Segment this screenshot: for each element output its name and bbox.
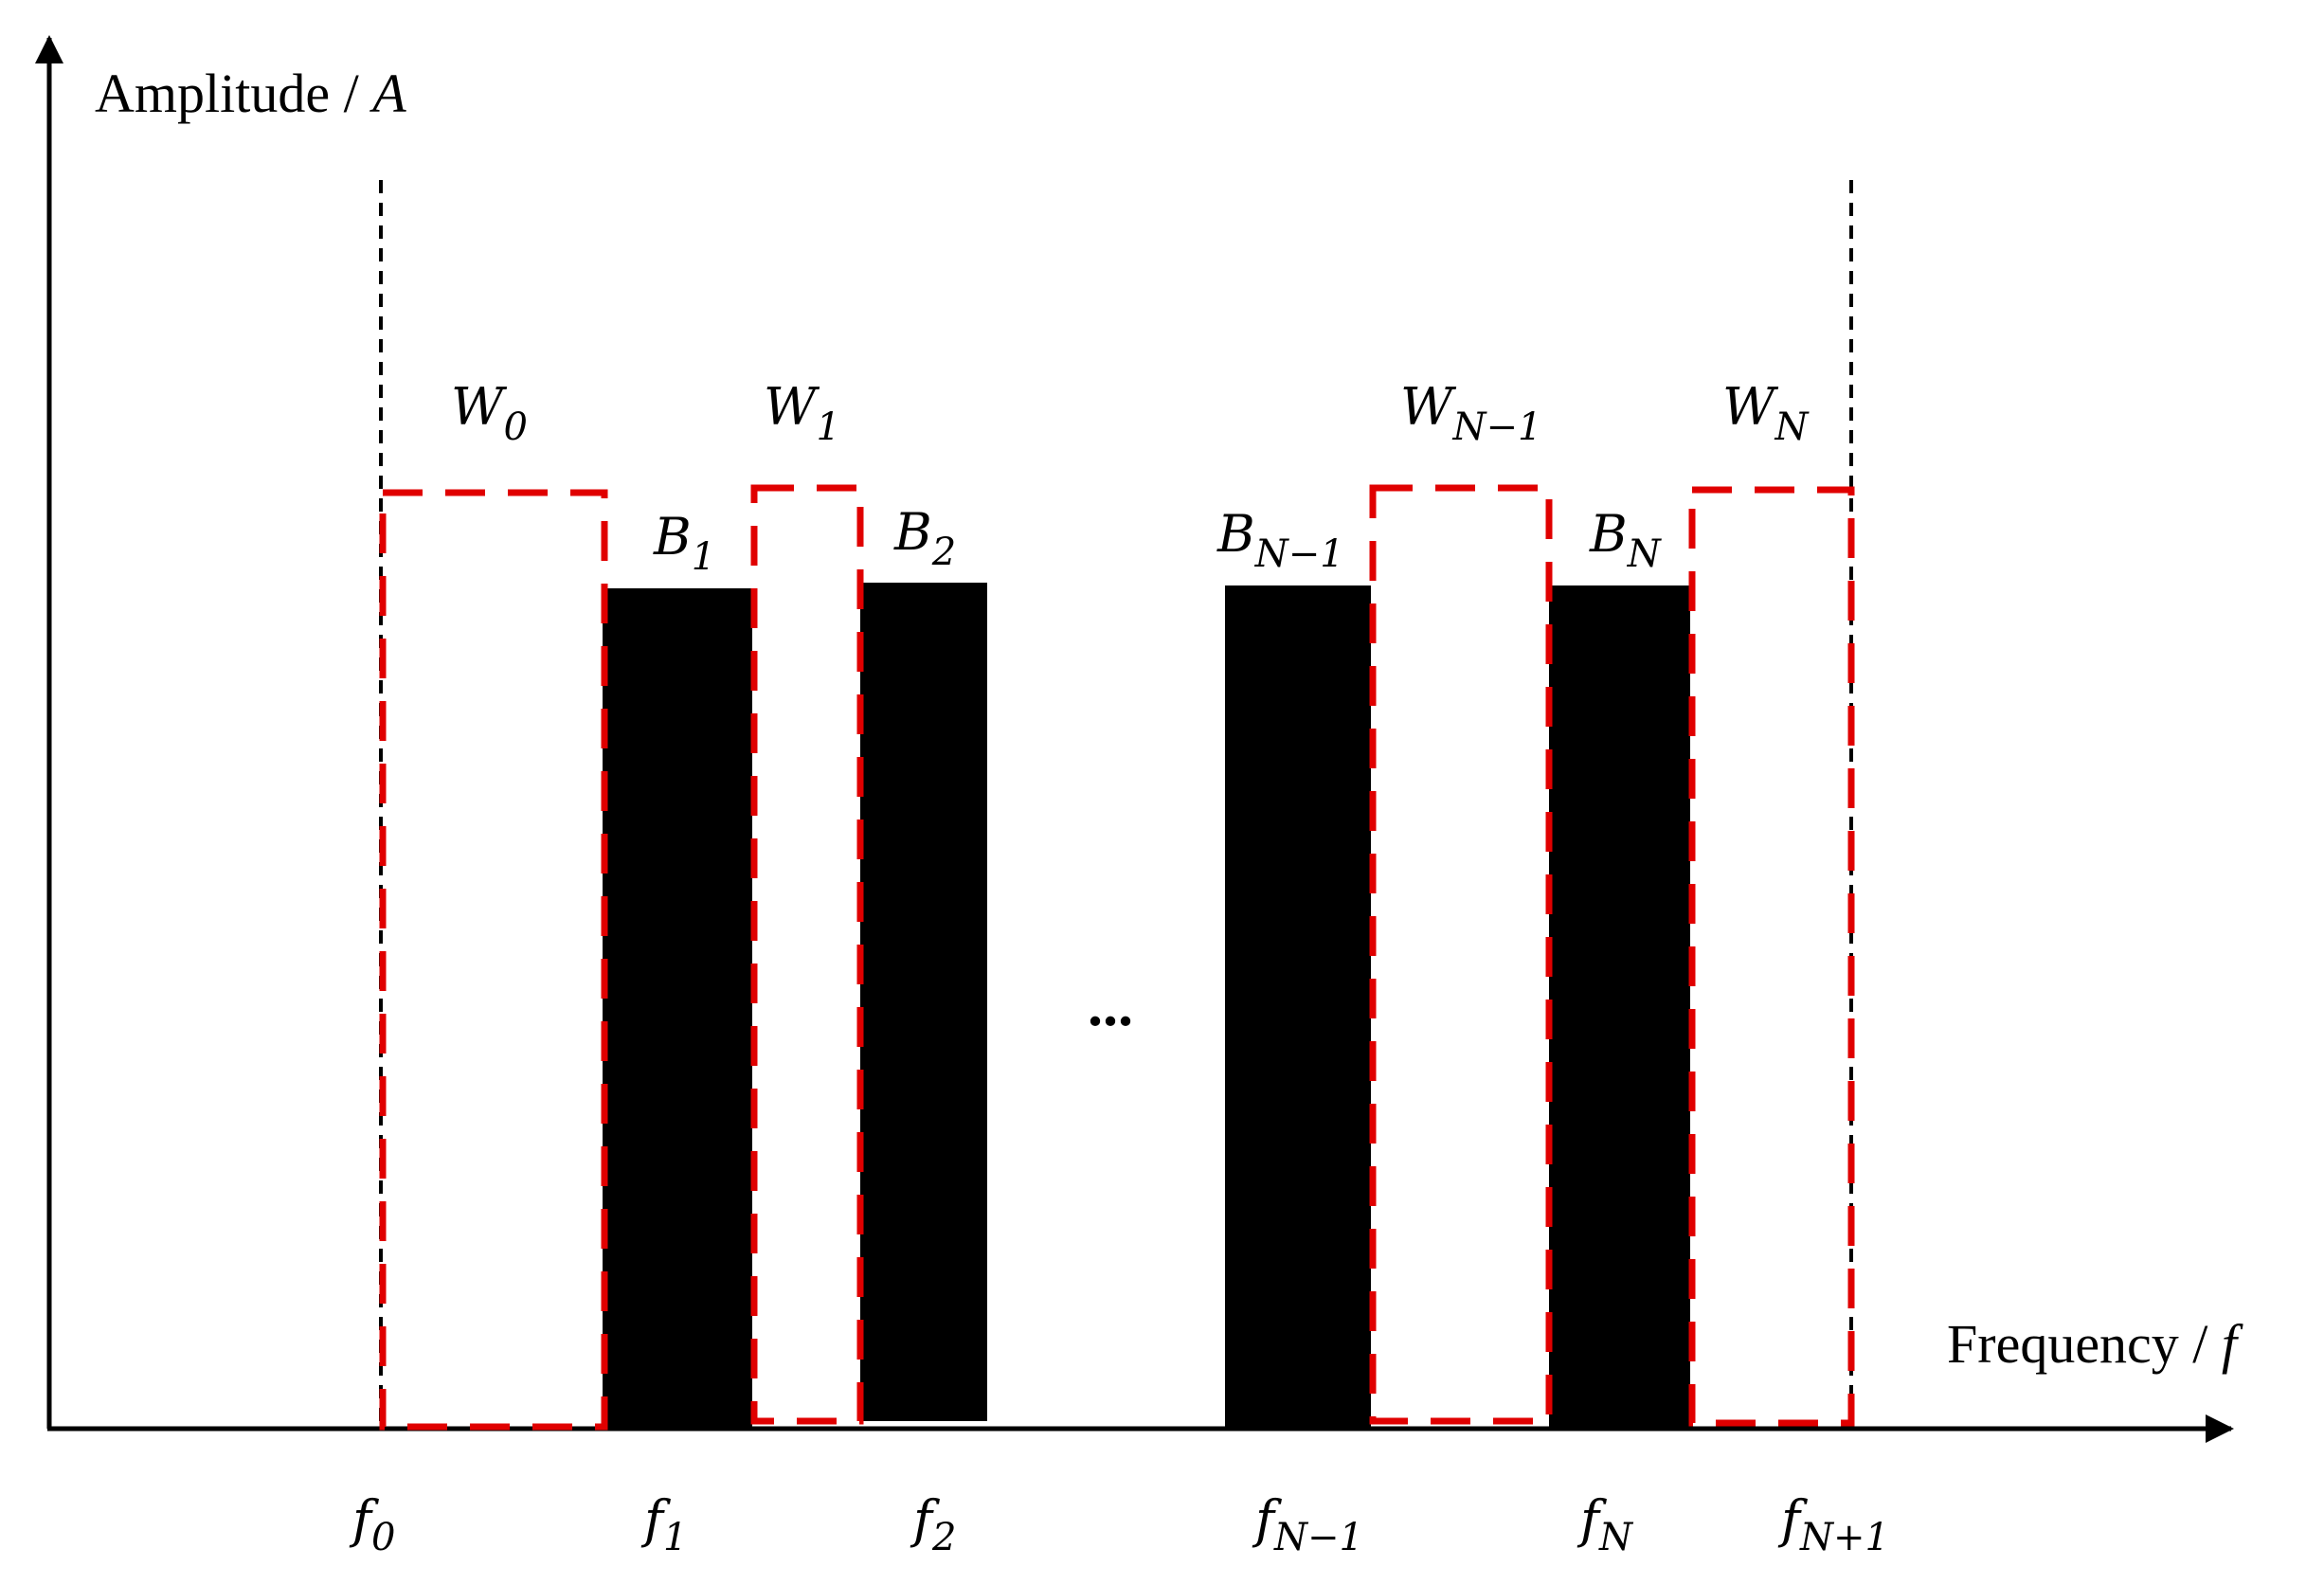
band-label-bN-1: BN−1 [1216, 504, 1344, 576]
band-label-bN-base: B [1589, 504, 1628, 564]
window-w0 [379, 489, 608, 1431]
freq-label-f2: f2 [910, 1489, 956, 1559]
freq-label-fN1: fN+1 [1777, 1489, 1889, 1559]
freq-label-fN-1: fN−1 [1252, 1489, 1363, 1559]
band-label-bN-sub: N [1627, 532, 1663, 576]
band-label-b2: B2 [893, 502, 956, 574]
ellipsis: ... [1088, 971, 1133, 1038]
x-axis-symbol: f [2222, 1313, 2243, 1375]
freq-label-fN-1-sub: N−1 [1273, 1516, 1363, 1559]
band-label-bN-1-base: B [1216, 504, 1255, 564]
window-label-wN-1-sub: N−1 [1452, 405, 1542, 449]
window-label-wN-1: WN−1 [1400, 377, 1541, 449]
freq-label-f0-sub: 0 [371, 1516, 395, 1559]
freq-label-fN-sub: N [1598, 1516, 1634, 1559]
x-axis-title-text: Frequency / [1947, 1313, 2222, 1375]
y-axis-symbol: A [369, 63, 406, 124]
band-label-b2-sub: 2 [931, 531, 956, 574]
window-w1 [750, 484, 864, 1425]
freq-label-fN1-sub: N+1 [1799, 1516, 1889, 1559]
window-wN-1 [1369, 484, 1553, 1425]
window-label-w0-base: W [451, 377, 508, 437]
band-label-bN: BN [1589, 504, 1663, 576]
band-bN-1 [1225, 585, 1371, 1429]
band-bN [1549, 585, 1690, 1429]
freq-label-f2-sub: 2 [931, 1516, 956, 1559]
band-b1 [603, 588, 752, 1429]
window-label-w1: W1 [764, 377, 840, 449]
band-label-b1-sub: 1 [692, 535, 715, 579]
window-label-wN-base: W [1722, 377, 1779, 437]
window-label-w1-sub: 1 [817, 405, 840, 449]
freq-label-f1-sub: 1 [663, 1516, 687, 1559]
window-label-w1-base: W [764, 377, 820, 437]
window-label-wN-sub: N [1775, 405, 1811, 449]
y-axis-title-text: Amplitude / [95, 63, 372, 124]
window-label-wN: WN [1722, 377, 1811, 449]
band-b2 [860, 583, 987, 1421]
window-wN [1688, 486, 1855, 1427]
window-label-w0: W0 [451, 377, 528, 449]
band-label-bN-1-sub: N−1 [1254, 532, 1344, 576]
band-label-b1: B1 [653, 507, 715, 579]
window-label-wN-1-base: W [1400, 377, 1457, 437]
window-label-w0-sub: 0 [504, 405, 528, 449]
x-axis-title: Frequency / f [1947, 1313, 2243, 1375]
freq-label-f0: f0 [349, 1489, 395, 1559]
freq-label-fN: fN [1576, 1489, 1634, 1559]
band-label-b1-base: B [653, 507, 692, 567]
band-label-b2-base: B [893, 502, 932, 562]
y-axis-title: Amplitude / A [95, 63, 406, 124]
freq-label-f1: f1 [640, 1489, 687, 1559]
